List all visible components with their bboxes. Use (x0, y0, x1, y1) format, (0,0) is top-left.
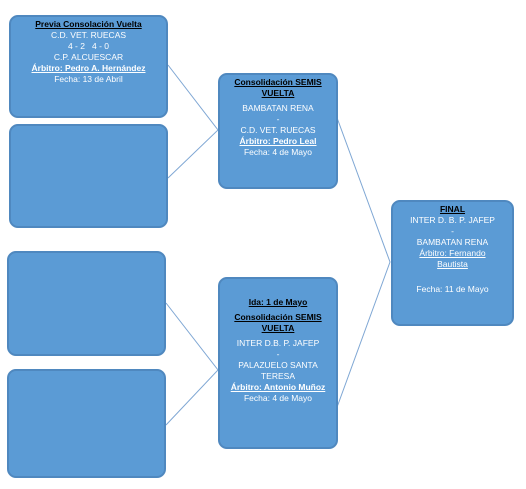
previa-score: 4 - 2 4 - 0 (67, 41, 110, 51)
semi1-separator: - (276, 114, 280, 124)
semi1-title-line2: VUELTA (261, 88, 295, 98)
match-box-empty-3 (7, 369, 166, 478)
semi2-ida: Ida: 1 de Mayo (248, 297, 308, 307)
match-box-empty-2 (7, 251, 166, 356)
connector-empty-to-semi2 (165, 302, 219, 426)
final-referee-line2: Bautista (437, 259, 468, 269)
semi1-date: Fecha: 4 de Mayo (243, 147, 313, 157)
final-date: Fecha: 11 de Mayo (416, 284, 489, 294)
match-box-final: FINAL INTER D. B. P. JAFEP - BAMBATAN RE… (391, 200, 514, 326)
semi1-team1: BAMBATAN RENA (242, 103, 314, 113)
previa-referee: Árbitro: Pedro A. Hernández (31, 63, 146, 73)
semi1-referee: Árbitro: Pedro Leal (239, 136, 317, 146)
semi2-title-line1: Consolidación SEMIS (234, 312, 322, 322)
final-separator: - (451, 226, 454, 236)
match-box-previa-consolacion: Previa Consolación Vuelta C.D. VET. RUEC… (9, 15, 168, 118)
final-team1: INTER D. B. P. JAFEP (410, 215, 495, 225)
semi2-separator: - (276, 349, 280, 359)
connector-semi1-to-final (335, 114, 391, 411)
semi2-team1: INTER D.B. P. JAFEP (236, 338, 320, 348)
semi2-team2-line1: PALAZUELO SANTA (238, 360, 318, 370)
semi2-referee: Árbitro: Antonio Muñoz (230, 382, 326, 392)
connector-previa-to-semi1 (167, 64, 219, 179)
semi1-title-line1: Consolidación SEMIS (234, 77, 322, 87)
final-team2: BAMBATAN RENA (416, 237, 489, 247)
semi1-team2: C.D. VET. RUECAS (240, 125, 316, 135)
final-referee-line1: Árbitro: Fernando (419, 248, 486, 258)
match-box-empty-1 (9, 124, 168, 228)
match-box-semis-1: Consolidación SEMIS VUELTA BAMBATAN RENA… (218, 73, 338, 189)
previa-team2: C.P. ALCUESCAR (53, 52, 124, 62)
previa-title: Previa Consolación Vuelta (35, 19, 142, 29)
final-title: FINAL (439, 204, 466, 214)
previa-team1: C.D. VET. RUECAS (50, 30, 127, 40)
semi2-title-line2: VUELTA (261, 323, 295, 333)
semi2-date: Fecha: 4 de Mayo (243, 393, 313, 403)
previa-date: Fecha: 13 de Abril (54, 74, 123, 84)
match-box-semis-2: Ida: 1 de Mayo Consolidación SEMIS VUELT… (218, 277, 338, 449)
semi2-team2-line2: TERESA (260, 371, 295, 381)
